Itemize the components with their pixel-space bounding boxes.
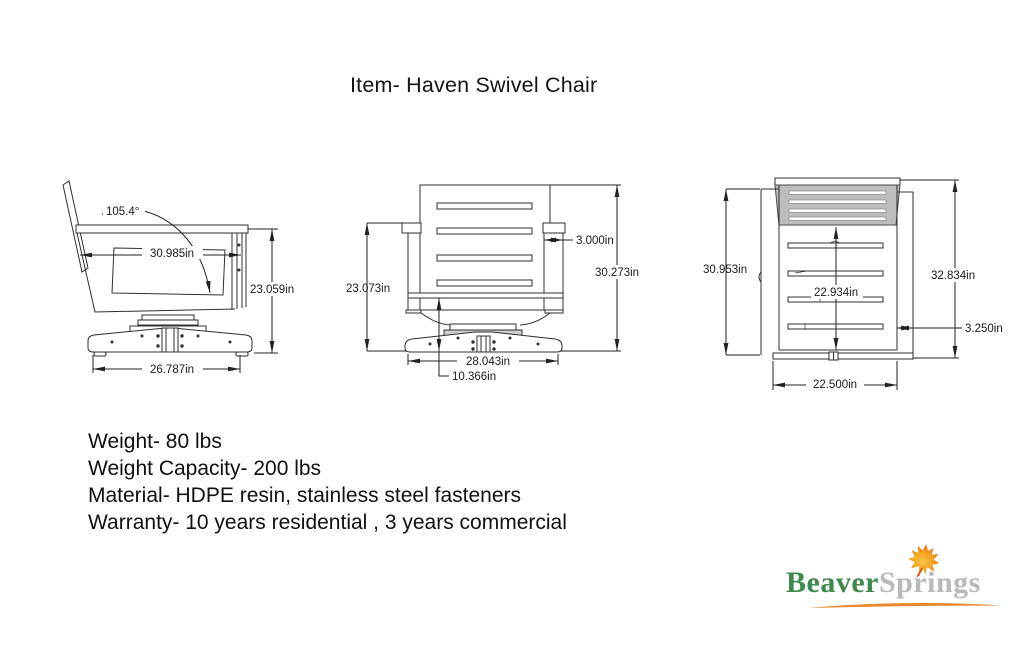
right-arm (897, 191, 914, 356)
dim-label-overall-width: 28.043in (466, 356, 510, 368)
front-view-drawing: 23.073in 3.000in 30.273in 28.043in 10.36… (346, 184, 646, 383)
left-arm-cap (401, 222, 422, 234)
dim-label-overall-height: 32.834in (931, 270, 975, 282)
spec-list: Weight- 80 lbs Weight Capacity- 200 lbs … (88, 428, 567, 536)
logo-word-springs: Springs (878, 566, 981, 599)
headrest-panel (774, 184, 901, 226)
dim-label-arm-height: 23.073in (346, 283, 390, 295)
dim-label-back-angle: 105.4° (106, 206, 139, 218)
logo-swoosh (808, 603, 1002, 608)
maple-leaf-icon (908, 544, 940, 578)
top-rail (75, 224, 249, 234)
dim-label-arm-width: 3.000in (576, 235, 614, 247)
dim-label-overall-height: 30.273in (595, 267, 639, 279)
dim-label-frame-height: 30.953in (703, 264, 747, 276)
dim-label-arm-depth: 3.250in (965, 323, 1003, 335)
page-title: Item- Haven Swivel Chair (350, 73, 598, 97)
angle-arc (135, 208, 211, 294)
side-chair-outline (62, 180, 253, 357)
spec-material: Material- HDPE resin, stainless steel fa… (88, 484, 521, 507)
spec-weight-capacity: Weight Capacity- 200 lbs (88, 457, 322, 480)
left-arm (758, 188, 779, 355)
dim-label-frame-width: 22.500in (813, 379, 857, 391)
brand-logo: BeaverSprings (786, 566, 981, 600)
front-chair-outline (401, 184, 566, 353)
side-view-drawing: 105.4° 30.985in 23.059in 26.787in (62, 180, 297, 376)
dim-label-base-depth: 26.787in (150, 364, 194, 376)
dim-label-seat-back-height: 23.059in (250, 284, 294, 296)
spec-warranty: Warranty- 10 years residential , 3 years… (88, 511, 567, 534)
spec-weight: Weight- 80 lbs (88, 430, 222, 453)
back-view-drawing: 30.953in 22.934in 32.834in 3.250in 22.50… (703, 177, 1003, 391)
logo-word-beaver: Beaver (786, 566, 879, 599)
right-arm-cap (542, 222, 566, 234)
dim-label-seat-height: 10.366in (452, 371, 496, 383)
dim-label-panel-height: 22.934in (814, 287, 858, 299)
dim-label-backrest-width: 30.985in (150, 248, 194, 260)
seat (407, 292, 564, 299)
